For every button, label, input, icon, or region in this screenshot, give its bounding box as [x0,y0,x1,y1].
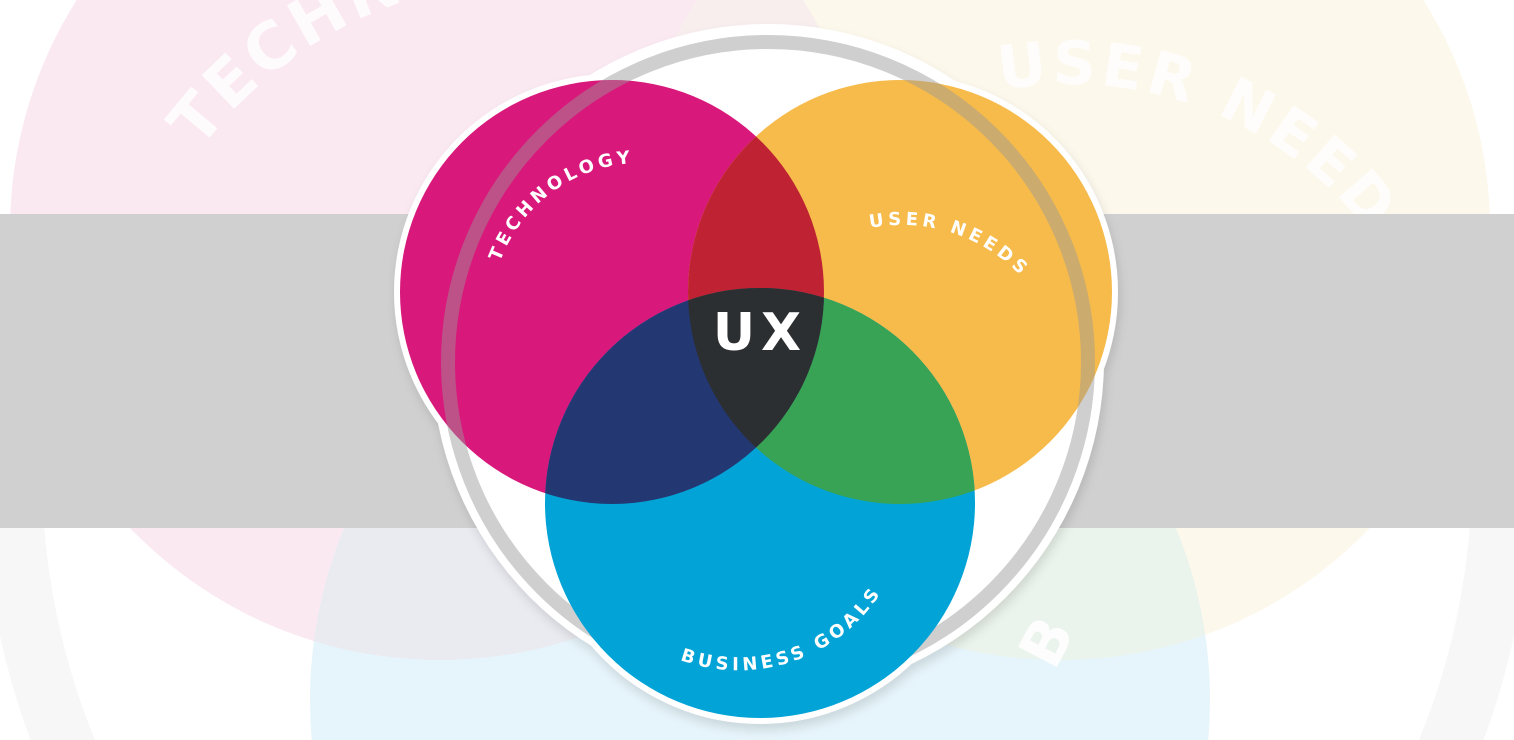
diagram-ring-overlay [441,80,824,504]
diagram-ring-overlay-right [688,80,1095,504]
center-label-ux: UX [713,303,807,363]
